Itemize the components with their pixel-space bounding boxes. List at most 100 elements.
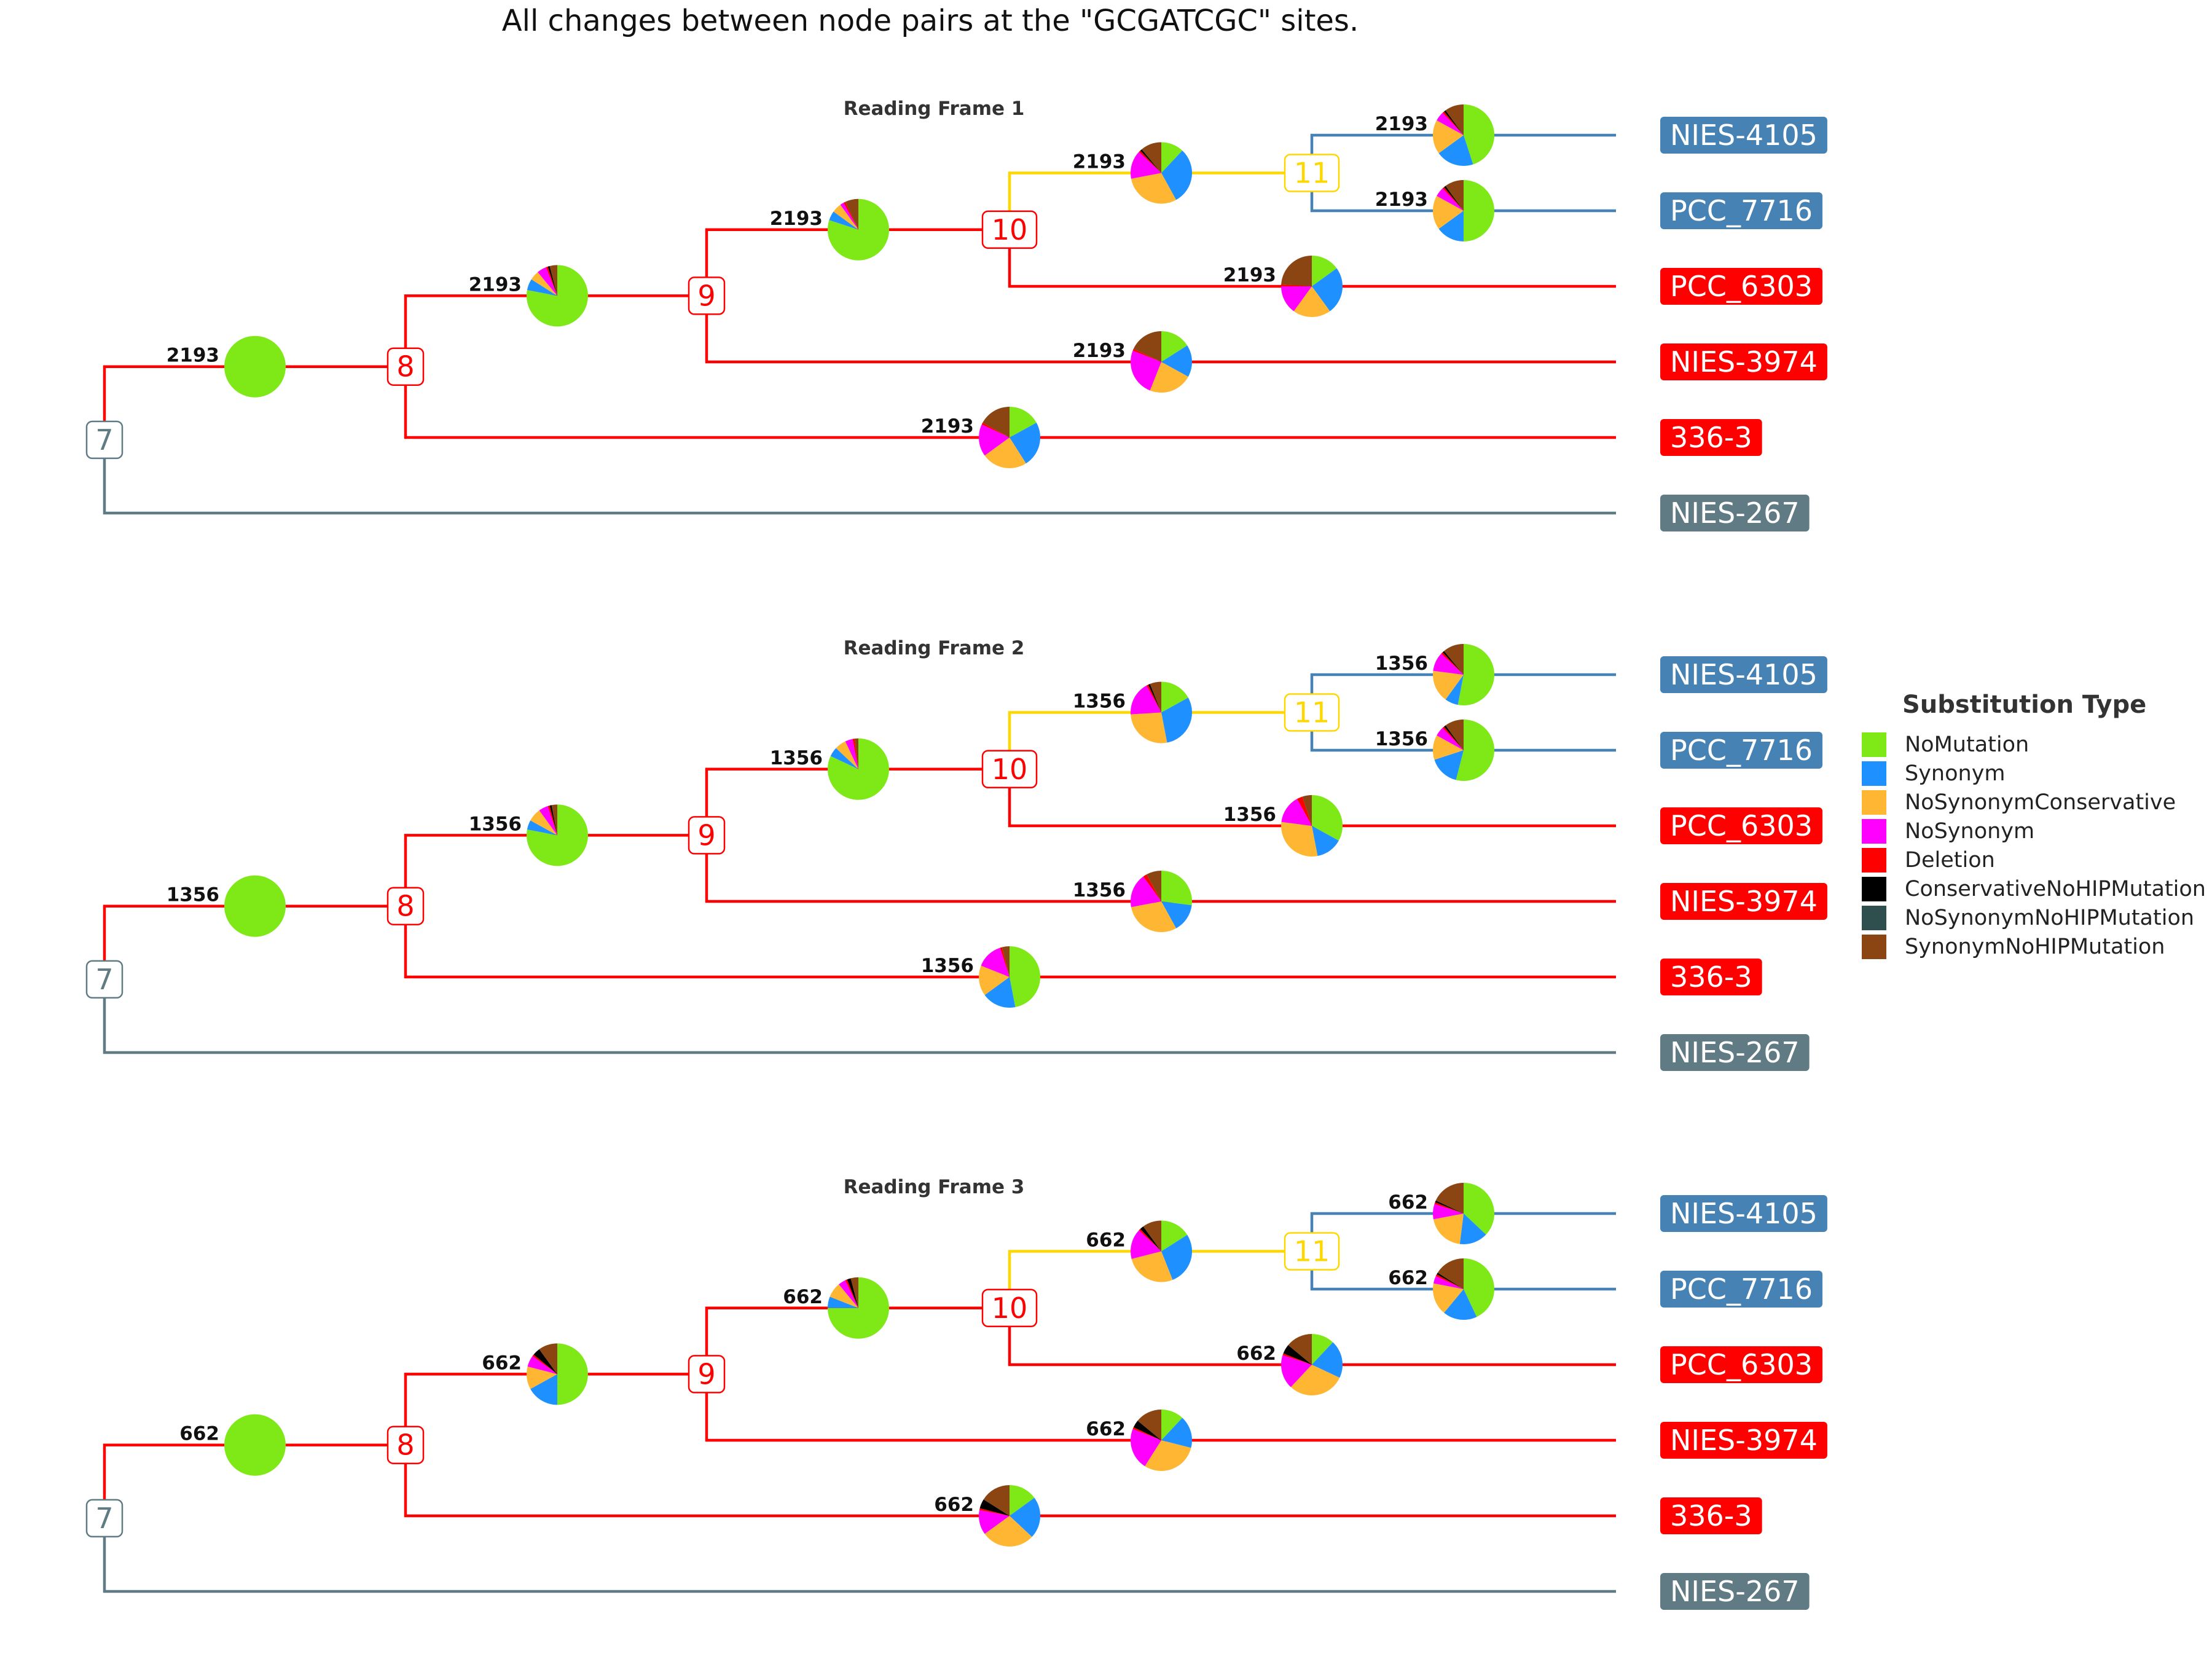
pie-slice-NoSynonym <box>840 202 858 230</box>
pie-slice-Deletion <box>1434 1202 1464 1214</box>
tip-label-text: NIES-267 <box>1670 1036 1800 1069</box>
pie-slice-ConservativeNoHIPMutation <box>847 1278 858 1308</box>
pie-slice-ConservativeNoHIPMutation <box>1283 1345 1312 1365</box>
pie-slice-Deletion <box>1442 726 1464 750</box>
pie-slice-NoSynonym <box>539 806 557 836</box>
pie-slice-SynonymNoHIPMutation <box>1150 681 1161 713</box>
tip-label-box <box>1660 1195 1827 1232</box>
pie-slice-NoSynonym <box>1433 1276 1464 1289</box>
pie-chart <box>979 407 1041 468</box>
pie-slice-ConservativeNoHIPMutation <box>533 1349 557 1375</box>
pie-slice-Deletion <box>532 1354 557 1375</box>
count-label: 2193 <box>1073 151 1126 173</box>
tip-label-box <box>1660 1271 1823 1308</box>
pie-chart <box>1433 1183 1494 1244</box>
tip-label-text: NIES-4105 <box>1670 119 1818 152</box>
tip-label: 336-3 <box>1660 419 1762 456</box>
pie-slice-NoMutation <box>1161 871 1192 906</box>
legend-label: NoSynonymConservative <box>1905 790 2176 815</box>
node-box <box>1284 154 1340 192</box>
node-label: 7 <box>85 420 124 460</box>
node-box <box>85 420 124 460</box>
pie-slice-Synonym <box>828 1296 858 1308</box>
pie-slice-Deletion <box>1435 1274 1464 1289</box>
pie-slice-NoMutation <box>1161 681 1188 713</box>
legend-swatch <box>1862 847 1886 873</box>
pie-chart <box>1281 1334 1343 1396</box>
node-box <box>85 1499 124 1538</box>
pie-slice-SynonymNoHIPMutation <box>850 1277 858 1308</box>
tip-label: NIES-3974 <box>1660 343 1827 380</box>
pie-slice-NoSynonymConservative <box>1433 735 1464 760</box>
count-label: 662 <box>179 1423 219 1445</box>
pie-slice-NoSynonymConservative <box>833 205 858 230</box>
tip-label-box <box>1660 117 1827 154</box>
branch-8-9 <box>404 294 707 367</box>
pie-slice-SynonymNoHIPMutation <box>1444 644 1464 675</box>
pie-slice-ConservativeNoHIPMutation <box>1435 1200 1464 1214</box>
tip-label-box <box>1660 343 1827 380</box>
pie-slice-Deletion <box>1442 187 1464 211</box>
tip-label-text: PCC_6303 <box>1670 1348 1813 1381</box>
pie-slice-NoSynonymConservative <box>1131 901 1177 932</box>
figure-title: All changes between node pairs at the "G… <box>501 4 1359 38</box>
pie-chart <box>1131 331 1193 393</box>
pie-slice-NoSynonym <box>1130 1230 1161 1259</box>
tip-label-text: 336-3 <box>1670 1499 1752 1532</box>
branch-9-10 <box>705 228 1010 296</box>
node-label: 9 <box>688 276 726 315</box>
count-label: 1356 <box>1073 879 1126 901</box>
pie-slice-NoSynonym <box>839 1280 858 1308</box>
pie-slice-NoSynonymConservative <box>1433 1214 1464 1244</box>
pie-slice-NoMutation <box>1456 720 1494 782</box>
pie-chart <box>1131 1410 1192 1471</box>
pie-slice-ConservativeNoHIPMutation <box>1442 651 1464 675</box>
node-number: 7 <box>95 1502 113 1535</box>
node-box <box>688 816 726 855</box>
pie-chart <box>1131 681 1192 743</box>
legend-label: Synonym <box>1905 761 2006 786</box>
tip-label: NIES-3974 <box>1660 1422 1827 1459</box>
legend-label: NoSynonymNoHIPMutation <box>1905 905 2195 930</box>
count-label: 2193 <box>1375 113 1428 135</box>
pie-slice-Deletion <box>1000 947 1010 977</box>
pie-slice-Synonym <box>1312 268 1343 312</box>
node-number: 7 <box>95 423 113 457</box>
pie-slice-NoSynonymConservative <box>1290 1365 1340 1396</box>
pie-slice-SynonymNoHIPMutation <box>1435 1183 1464 1214</box>
pie-slice-Deletion <box>1282 1353 1312 1365</box>
pie-chart <box>1433 1258 1495 1320</box>
tip-label: NIES-4105 <box>1660 656 1827 693</box>
tip-label-box <box>1660 495 1810 531</box>
pie-chart <box>828 1277 889 1339</box>
pie-slice-NoSynonym <box>1433 1204 1464 1220</box>
pie-slice-Deletion <box>981 422 1010 437</box>
pie-slice-Synonym <box>1161 345 1193 377</box>
pie-slice-NoSynonym <box>1437 112 1464 135</box>
legend-label: Deletion <box>1905 847 1995 873</box>
tip-label-box <box>1660 268 1823 305</box>
tip-label-box <box>1660 1346 1823 1383</box>
pie-slice-Synonym <box>1438 211 1464 241</box>
pie-slice-Synonym <box>1161 1418 1192 1448</box>
pie-chart <box>527 1343 588 1405</box>
node-number: 7 <box>95 963 113 996</box>
pie-slice-NoSynonymConservative <box>1432 195 1464 229</box>
node-number: 9 <box>697 818 715 852</box>
tip-label-box <box>1660 1497 1762 1534</box>
pie-slice-NoMutation <box>224 335 286 398</box>
node-box <box>688 276 726 315</box>
pie-slice-Deletion <box>1139 151 1161 173</box>
tip-label-box <box>1660 656 1827 693</box>
pie-slice-NoMutation <box>557 1343 588 1405</box>
pie-slice-NoSynonym <box>845 739 858 769</box>
pie-slice-NoMutation <box>1464 1258 1495 1317</box>
tip-label-box <box>1660 1034 1810 1071</box>
pie-chart <box>979 1485 1040 1547</box>
pie-slice-NoSynonymConservative <box>1433 1283 1464 1313</box>
tip-label-text: NIES-267 <box>1670 1575 1800 1608</box>
pie-slice-NoSynonym <box>979 424 1010 456</box>
tip-label-box <box>1660 807 1823 844</box>
pie-slice-NoSynonym <box>979 1510 1010 1534</box>
